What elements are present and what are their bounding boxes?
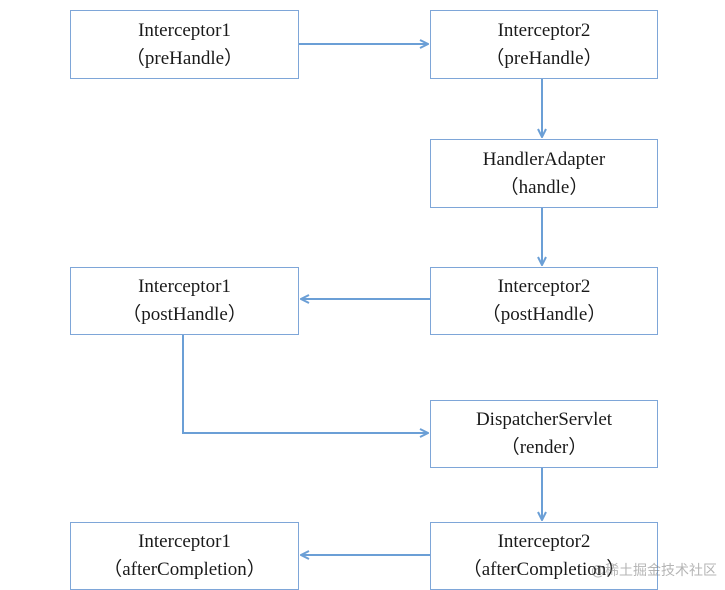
node-title: Interceptor2 [497,19,591,41]
node-method: （preHandle） [485,47,603,69]
node-method: （postHandle） [122,304,247,325]
interceptor1-aftercompletion-box: Interceptor1 （afterCompletion） [70,522,299,590]
interceptor1-posthandle-box: Interceptor1 （postHandle） [70,267,299,335]
interceptor2-prehandle-box: Interceptor2 （preHandle） [430,10,658,79]
node-title: Interceptor1 [138,276,231,297]
node-method: （handle） [499,176,589,198]
interceptor1-prehandle-box: Interceptor1 （preHandle） [70,10,299,79]
handleradapter-handle-box: HandlerAdapter （handle） [430,139,658,208]
node-title: Interceptor1 [138,531,231,552]
node-title: HandlerAdapter [482,148,606,170]
node-title: Interceptor2 [497,531,591,552]
node-method: （render） [500,437,588,458]
node-method: （afterCompletion） [103,559,266,580]
node-title: DispatcherServlet [475,409,613,430]
node-title: Interceptor1 [138,19,231,41]
watermark: @稀土掘金技术社区 [591,563,717,579]
node-title: Interceptor2 [497,276,591,297]
arrow-int1_post-to-dispatcher [182,335,428,433]
node-method: （postHandle） [481,304,607,325]
interceptor2-aftercompletion-box: Interceptor2 （afterCompletion） [430,522,658,590]
dispatcherservlet-render-box: DispatcherServlet （render） [430,400,658,468]
interceptor2-posthandle-box: Interceptor2 （postHandle） [430,267,658,335]
node-method: （afterCompletion） [462,559,626,580]
node-method: （preHandle） [125,47,244,69]
